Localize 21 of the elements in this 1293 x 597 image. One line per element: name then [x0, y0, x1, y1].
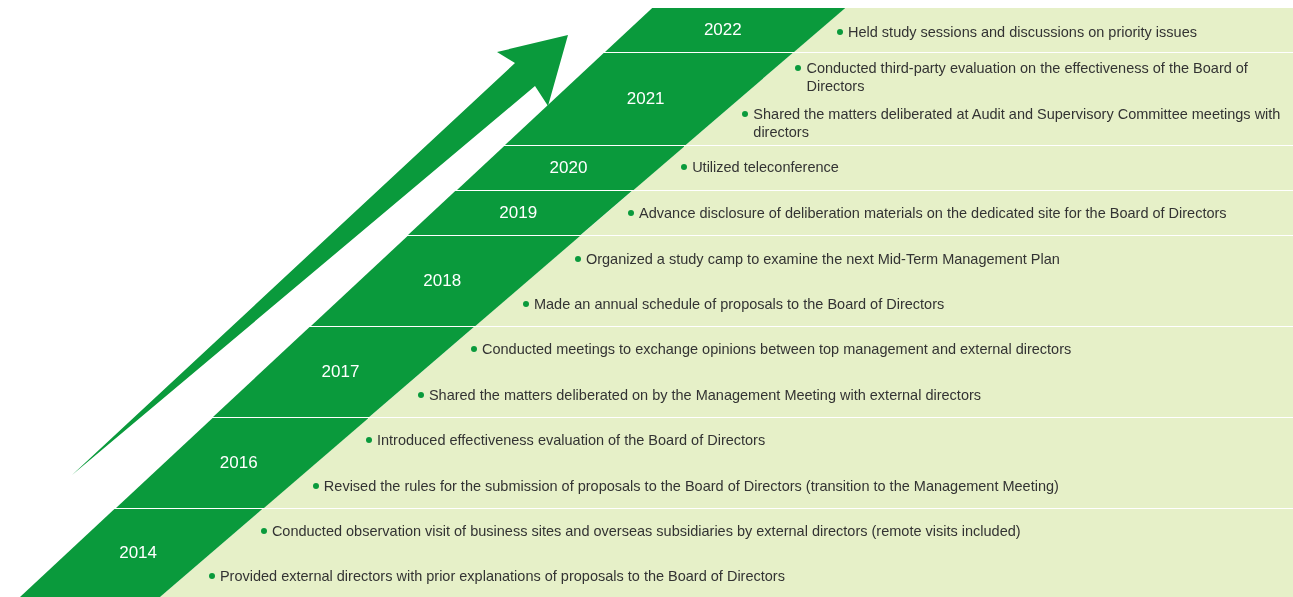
- bullet-item: Made an annual schedule of proposals to the Board of Directors: [522, 295, 945, 313]
- year-label: 2017: [321, 362, 360, 382]
- bullet-item: Conducted observation visit of business sites and overseas subsidiaries by external directors (remote visits included): [260, 522, 1021, 540]
- bullet-item: Advance disclosure of deliberation materials on the dedicated site for the Board of Directors: [628, 204, 1227, 222]
- year-label: 2020: [549, 158, 588, 178]
- bullet-item: Shared the matters deliberated at Audit and Supervisory Committee meetings with directors: [742, 105, 1290, 141]
- year-label: 2014: [119, 543, 157, 563]
- year-label: 2016: [219, 453, 258, 473]
- bullet-item: Organized a study camp to examine the next Mid-Term Management Plan: [574, 250, 1060, 268]
- bullet-item: Provided external directors with prior explanations of proposals to the Board of Directors: [208, 567, 785, 585]
- bullet-item: Introduced effectiveness evaluation of the Board of Directors: [365, 431, 766, 449]
- bullet-item: Shared the matters deliberated on by the Management Meeting with external directors: [417, 386, 982, 404]
- bullet-item: Revised the rules for the submission of proposals to the Board of Directors (transition to the Management Meeting): [312, 477, 1059, 495]
- bullet-item: Conducted meetings to exchange opinions between top management and external directors: [471, 340, 1072, 358]
- year-label: 2022: [703, 20, 742, 40]
- bullet-item: Held study sessions and discussions on priority issues: [837, 23, 1197, 41]
- year-label: 2021: [626, 89, 665, 109]
- year-label: 2018: [423, 271, 462, 291]
- bullet-item: Conducted third-party evaluation on the effectiveness of the Board of Directors: [795, 59, 1290, 95]
- year-label: 2019: [499, 203, 538, 223]
- bullet-item: Utilized teleconference: [681, 158, 839, 176]
